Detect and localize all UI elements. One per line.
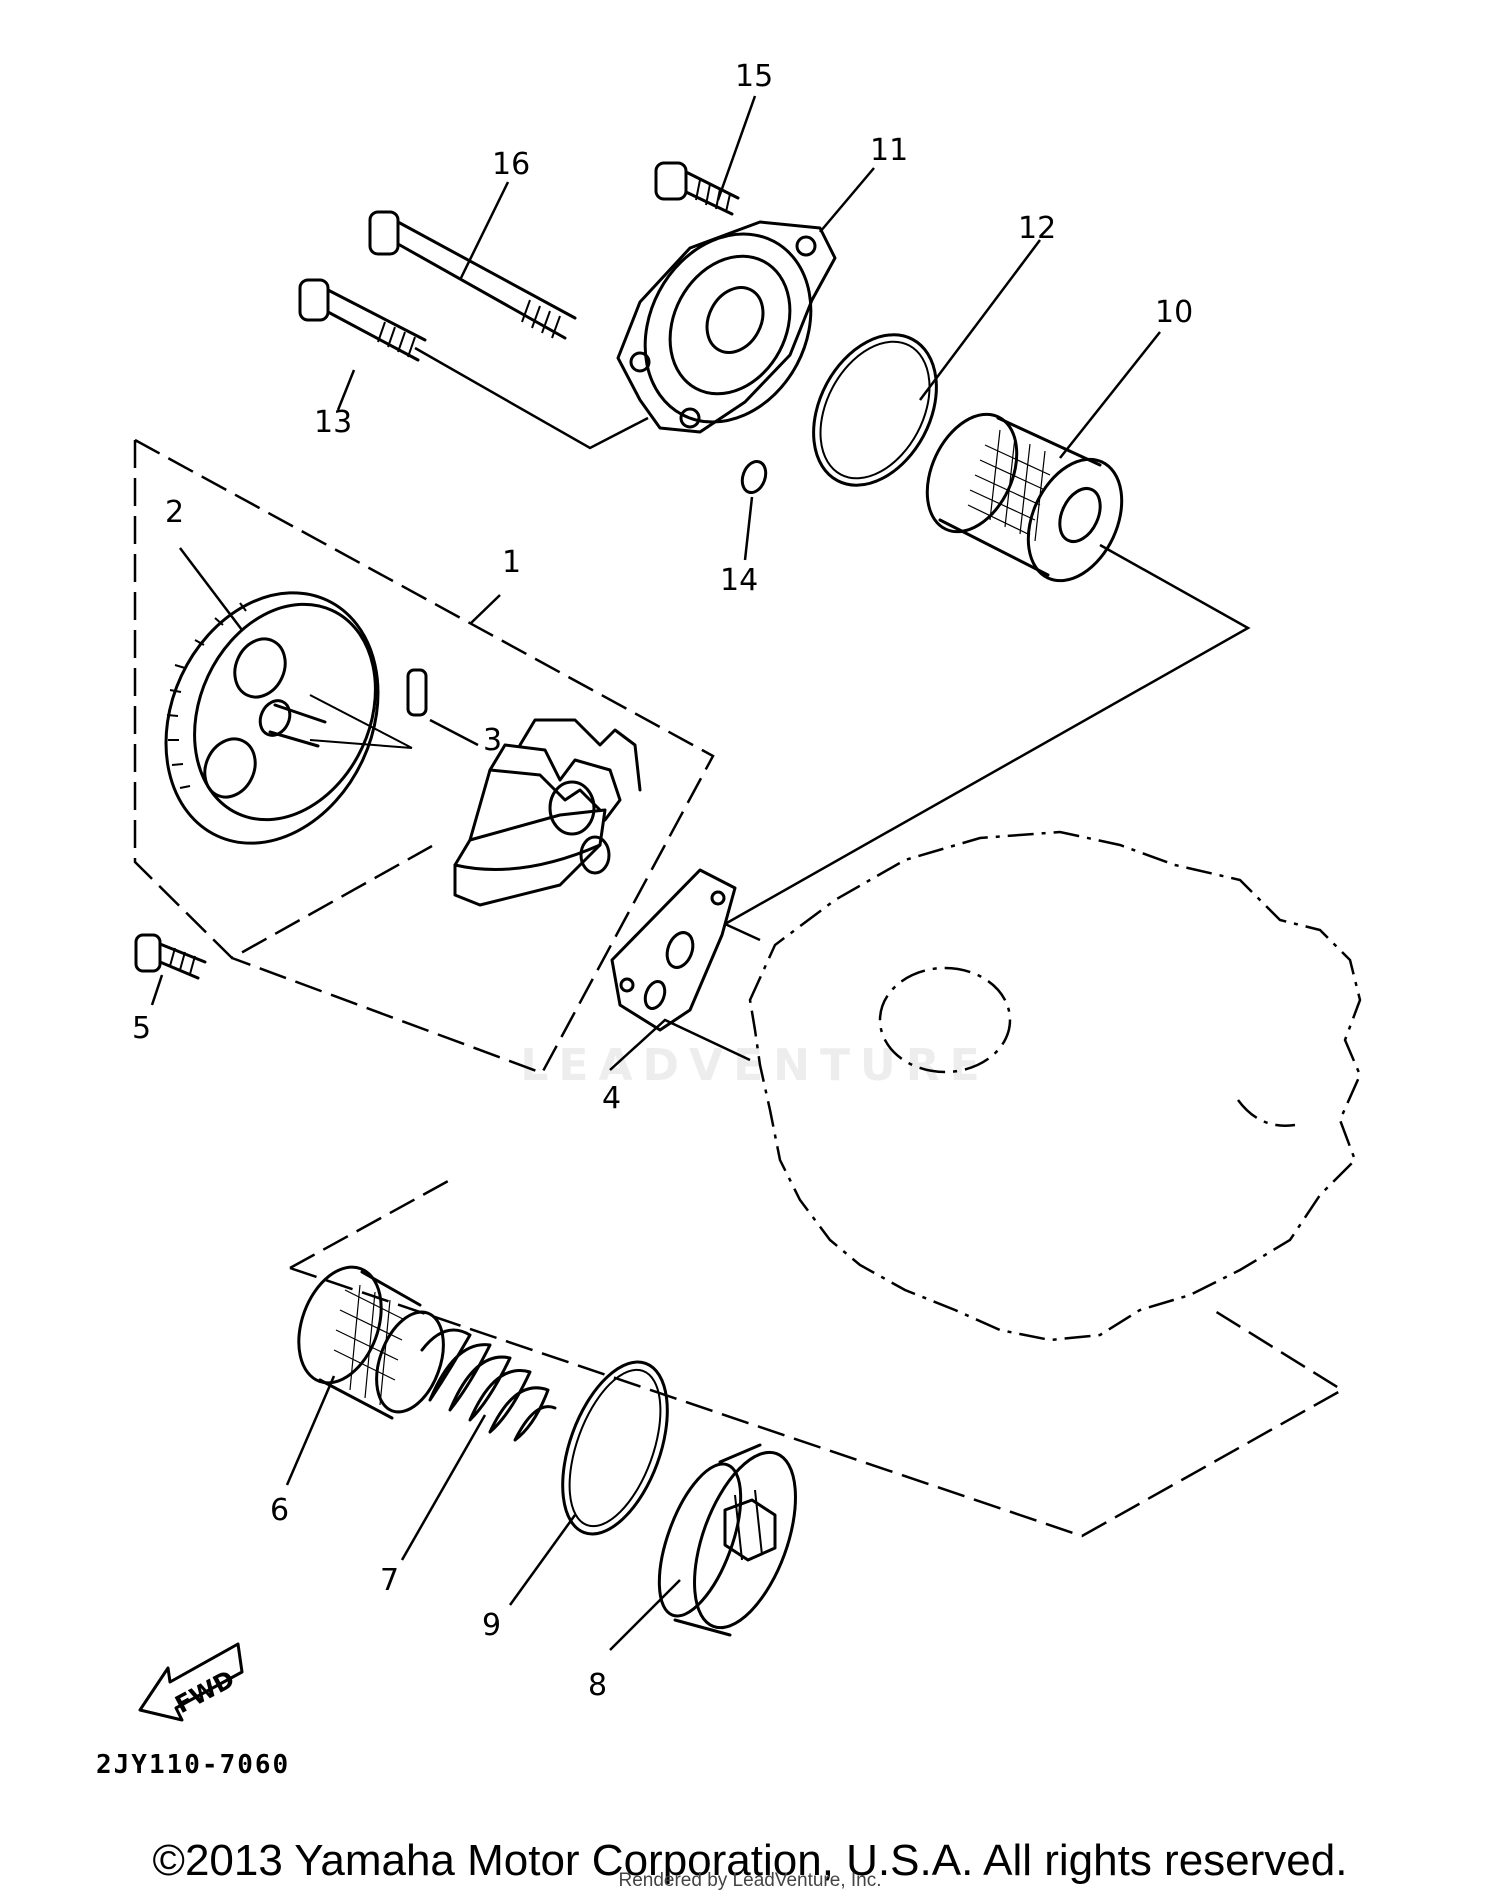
callout-1: 1: [502, 545, 521, 580]
callout-12: 12: [1018, 211, 1056, 246]
rendered-by-notice: Rendered by LeadVenture, Inc.: [618, 1870, 882, 1891]
leader-lines: [150, 95, 1251, 1651]
callout-2: 2: [165, 495, 184, 530]
crankcase-outline: [748, 830, 1362, 1342]
copyright-notice: ©2013 Yamaha Motor Corporation, U.S.A. A…: [152, 1836, 1348, 1885]
callout-16: 16: [492, 147, 530, 182]
part-12-o-ring: [812, 333, 938, 487]
part-11-filter-cover: [616, 220, 837, 434]
fwd-label: FWD: [171, 1665, 240, 1719]
callout-8: 8: [588, 1668, 607, 1703]
part-9-o-ring: [561, 1360, 669, 1536]
drawing-code: 2JY110-7060: [96, 1750, 291, 1780]
group-1-boundary: [133, 438, 715, 1075]
callout-3: 3: [483, 723, 502, 758]
part-10-oil-filter: [925, 412, 1124, 583]
part-4-gasket: [610, 868, 737, 1032]
part-16-long-bolt: [368, 210, 577, 340]
callout-6: 6: [270, 1493, 289, 1528]
fwd-arrow-icon: FWD: [138, 1642, 244, 1722]
callout-5: 5: [132, 1011, 151, 1046]
callout-11: 11: [870, 133, 908, 168]
callout-9: 9: [482, 1608, 501, 1643]
callout-14: 14: [720, 563, 758, 598]
callout-10: 10: [1155, 295, 1193, 330]
part-2-gear: [164, 591, 380, 845]
part-13-bolt: [298, 278, 427, 362]
part-14-small-o-ring: [740, 460, 768, 494]
callout-4: 4: [602, 1081, 621, 1116]
part-3-pin: [309, 668, 428, 749]
part-15-bolt: [654, 161, 740, 216]
callout-7: 7: [380, 1563, 399, 1598]
oil-pump-body: [453, 718, 642, 907]
part-7-spring: [420, 1328, 557, 1442]
part-6-strainer: [297, 1265, 445, 1420]
callout-labels: 15 11 12 10 16 13 14 2 1 3 5 4 6 7 9 8: [132, 59, 1193, 1703]
callout-15: 15: [735, 59, 773, 94]
part-5-screw: [134, 933, 207, 980]
lower-group-boundary: [289, 1178, 1345, 1538]
part-8-drain-plug: [657, 1443, 797, 1637]
watermark: LEADVENTURE: [520, 1040, 990, 1091]
callout-13: 13: [314, 405, 352, 440]
